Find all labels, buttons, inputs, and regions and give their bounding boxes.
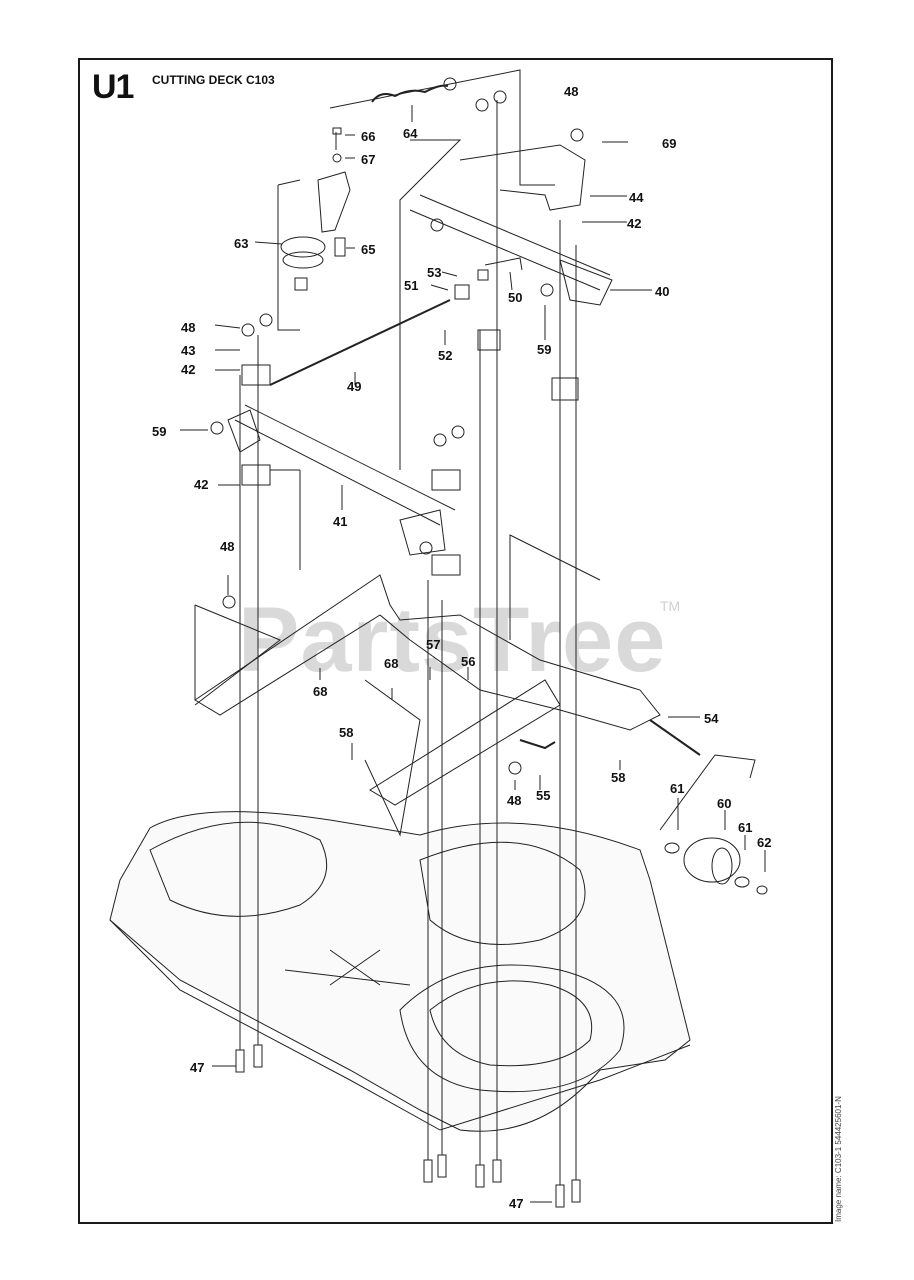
- leader-mid-left: [270, 469, 301, 570]
- callout-43: 43: [181, 343, 195, 358]
- callout-44: 44: [629, 190, 644, 205]
- leader-lower-right: [509, 534, 601, 640]
- arm-40-end: [559, 259, 613, 306]
- watermark-trademark: TM: [660, 598, 681, 614]
- deck-left-dome: [149, 821, 328, 917]
- arm-41-left: [227, 409, 261, 453]
- callout-55: 55: [536, 788, 550, 803]
- deck-inner-ring: [429, 980, 593, 1067]
- leader-wheel: [659, 754, 756, 831]
- callout-59-2: 59: [152, 424, 166, 439]
- rod-49: [269, 299, 451, 386]
- callout-58-2: 58: [611, 770, 625, 785]
- callout-41: 41: [333, 514, 347, 529]
- callout-48-4: 48: [507, 793, 521, 808]
- lift-arm-left: [194, 574, 661, 731]
- leader-frame-left: [277, 179, 301, 331]
- callout-61: 61: [670, 781, 684, 796]
- arm-41-right: [399, 509, 446, 556]
- callout-67: 67: [361, 152, 375, 167]
- callout-49: 49: [347, 379, 361, 394]
- callout-40: 40: [655, 284, 669, 299]
- callout-56: 56: [461, 654, 475, 669]
- callout-64: 64: [403, 126, 418, 141]
- lift-arm-right: [369, 679, 561, 806]
- deck-front-dome: [399, 964, 625, 1093]
- rod-54: [649, 719, 701, 756]
- callout-61-2: 61: [738, 820, 752, 835]
- callout-57: 57: [426, 637, 440, 652]
- deck-slot: [284, 969, 411, 986]
- shaft-40: [409, 194, 611, 291]
- leader-frame-top: [329, 69, 555, 186]
- deck-x-stiffener: [329, 949, 381, 986]
- wheel-60: [683, 837, 741, 883]
- callout-68-2: 68: [313, 684, 327, 699]
- callout-69: 69: [662, 136, 676, 151]
- callout-42-2: 42: [181, 362, 195, 377]
- callout-58: 58: [339, 725, 353, 740]
- watermark: PartsTree: [238, 589, 667, 691]
- leader-block: [399, 139, 462, 470]
- deck-right-dome: [419, 841, 586, 945]
- shaft-41: [234, 404, 456, 526]
- callout-68: 68: [384, 656, 398, 671]
- callout-53: 53: [427, 265, 441, 280]
- callout-51: 51: [404, 278, 418, 293]
- cutting-deck-shell: [109, 811, 691, 1132]
- callout-48: 48: [564, 84, 578, 99]
- callout-59: 59: [537, 342, 551, 357]
- leader-lower-left: [194, 604, 281, 706]
- section-title: CUTTING DECK C103: [152, 73, 275, 87]
- callout-48-2: 48: [181, 320, 195, 335]
- bracket-44: [459, 144, 586, 211]
- callout-42: 42: [627, 216, 641, 231]
- deck-skirt: [109, 919, 691, 1131]
- callout-47-2: 47: [509, 1196, 523, 1211]
- callout-66: 66: [361, 129, 375, 144]
- callout-42-3: 42: [194, 477, 208, 492]
- rod-55: [519, 739, 556, 750]
- callout-48-3: 48: [220, 539, 234, 554]
- callout-62: 62: [757, 835, 771, 850]
- spring-part-64: [371, 84, 449, 103]
- callout-63: 63: [234, 236, 248, 251]
- callout-50: 50: [508, 290, 522, 305]
- callout-60: 60: [717, 796, 731, 811]
- callout-54: 54: [704, 711, 719, 726]
- callout-47: 47: [190, 1060, 204, 1075]
- callout-52: 52: [438, 348, 452, 363]
- rod-50: [484, 257, 523, 271]
- section-code: U1: [92, 68, 134, 106]
- bracket-63: [317, 171, 351, 233]
- callout-65: 65: [361, 242, 375, 257]
- leader-lower-mid: [364, 679, 421, 837]
